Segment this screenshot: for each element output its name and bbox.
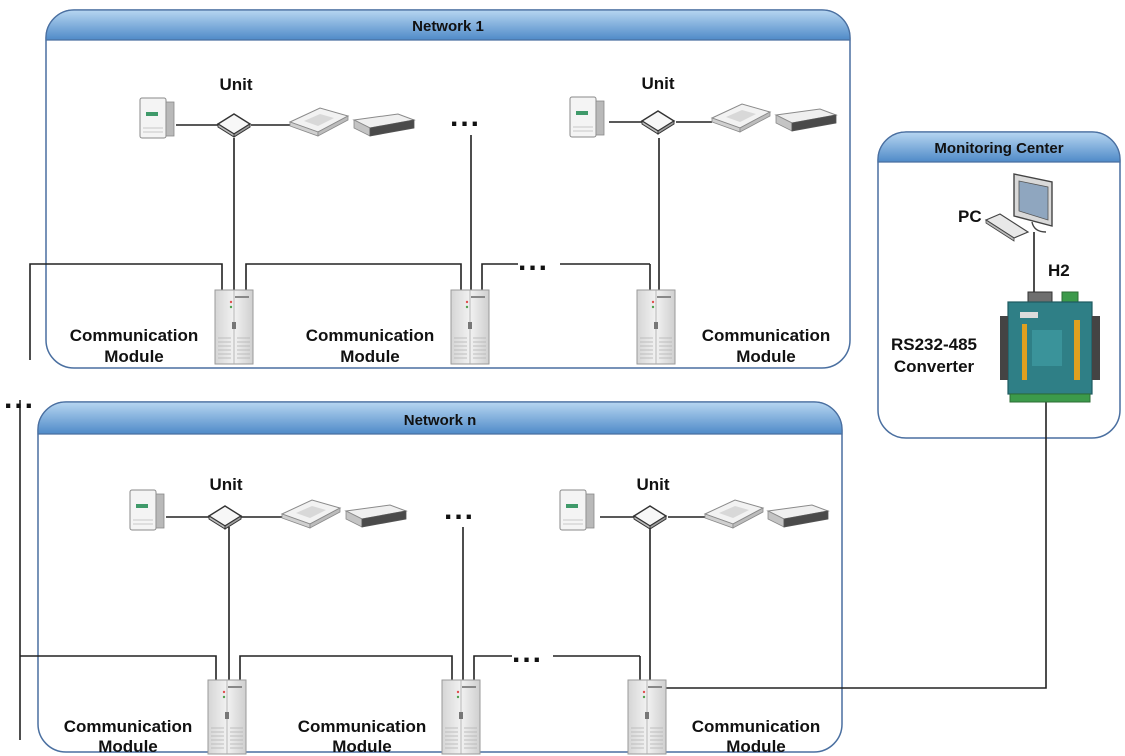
communication-module-label: Communication Module — [298, 717, 426, 756]
network-1-unit-group-1: Unit — [139, 75, 415, 139]
communication-module-label: Communication Module — [64, 717, 192, 756]
svg-text:Communication: Communication — [64, 717, 192, 736]
communication-module-label: Communication Module — [692, 717, 820, 756]
cabinet-icon — [441, 679, 481, 755]
communication-module-label: Communication Module — [306, 326, 434, 366]
svg-text:Communication: Communication — [70, 326, 198, 345]
network-n-unit-group-1: Unit — [129, 475, 407, 531]
unit-label: Unit — [219, 75, 252, 94]
outdoor-unit-icon — [139, 97, 175, 139]
unit-label: Unit — [209, 475, 242, 494]
cabinet-icon — [627, 679, 667, 755]
svg-text:Module: Module — [98, 737, 158, 756]
svg-text:RS232-485: RS232-485 — [891, 335, 977, 354]
monitoring-center-title: Monitoring Center — [934, 140, 1063, 157]
svg-text:Communication: Communication — [702, 326, 830, 345]
pc-monitor-icon — [1013, 173, 1053, 233]
svg-text:Module: Module — [332, 737, 392, 756]
h2-label: H2 — [1048, 261, 1070, 280]
network-n-panel: Network n — [37, 401, 843, 753]
unit-label: Unit — [636, 475, 669, 494]
keyboard-icon — [984, 213, 1030, 242]
network-1-panel: Network 1 — [45, 9, 851, 369]
network-1-unit-group-2: Unit — [569, 74, 837, 138]
unit-label: Unit — [641, 74, 674, 93]
ellipsis: ... — [4, 382, 35, 415]
svg-text:Communication: Communication — [692, 717, 820, 736]
svg-text:Module: Module — [736, 347, 796, 366]
network-n-unit-group-2: Unit — [559, 475, 829, 531]
communication-module-label: Communication Module — [70, 326, 198, 366]
outdoor-unit-icon — [129, 489, 165, 531]
outdoor-unit-icon — [559, 489, 595, 531]
ellipsis: ... — [518, 244, 549, 277]
outdoor-unit-icon — [569, 96, 605, 138]
network-1-title: Network 1 — [412, 18, 484, 35]
communication-module-label: Communication Module — [702, 326, 830, 366]
svg-text:Module: Module — [104, 347, 164, 366]
converter-label: RS232-485 Converter — [891, 335, 977, 376]
ellipsis: ... — [444, 493, 475, 526]
ellipsis: ... — [512, 636, 543, 669]
cabinet-icon — [636, 289, 676, 365]
converter-icon — [1000, 291, 1100, 403]
svg-text:Communication: Communication — [306, 326, 434, 345]
svg-text:Communication: Communication — [298, 717, 426, 736]
ellipsis: ... — [450, 100, 481, 133]
pc-label: PC — [958, 207, 982, 226]
svg-text:Module: Module — [726, 737, 786, 756]
network-n-title: Network n — [404, 412, 477, 429]
cabinet-icon — [207, 679, 247, 755]
svg-text:Converter: Converter — [894, 357, 975, 376]
cabinet-icon — [450, 289, 490, 365]
cabinet-icon — [214, 289, 254, 365]
svg-text:Module: Module — [340, 347, 400, 366]
